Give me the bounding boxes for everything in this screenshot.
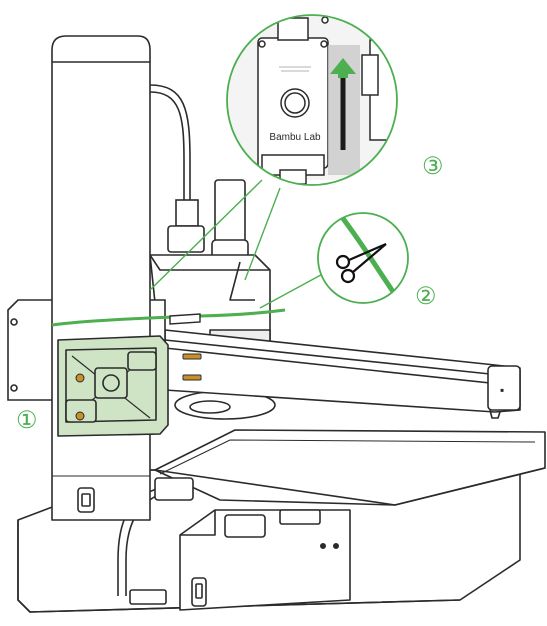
step-label-3: ③ (422, 152, 444, 180)
z-column (51, 35, 151, 521)
filament-cutter-lever (169, 313, 201, 325)
step-label-2: ② (415, 282, 437, 310)
bracket-screws (75, 353, 202, 421)
zoom-callout-toolhead: Bambu Lab (226, 14, 398, 186)
toolhead-fine-print (279, 66, 311, 72)
scissors-icon (335, 242, 387, 284)
step-label-1: ① (16, 406, 38, 434)
zoom-callout-cut (317, 212, 409, 304)
toolhead-brand-text: Bambu Lab (269, 132, 321, 143)
push-up-arrow-icon (330, 58, 356, 74)
highlighted-bracket (57, 335, 202, 437)
svg-text:▪: ▪ (500, 383, 504, 397)
cable (117, 84, 205, 605)
callout-leader-lines (149, 179, 331, 309)
